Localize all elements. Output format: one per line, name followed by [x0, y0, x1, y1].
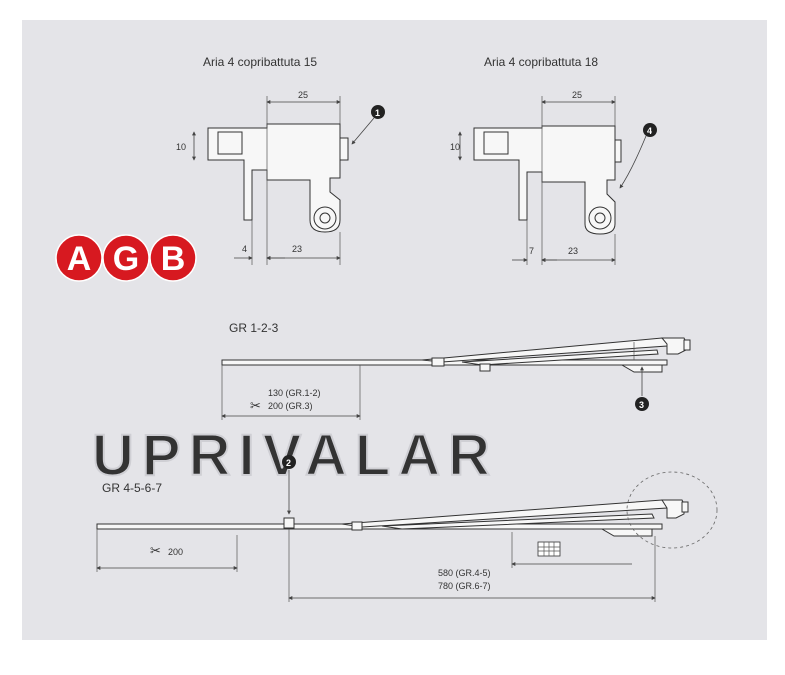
- dim-side-label: 10: [176, 142, 186, 152]
- assembly-gr-4-5-6-7: GR 4-5-6-7 2 ✂ 200: [96, 455, 718, 602]
- callout-badge: [371, 105, 385, 119]
- detail-copribattuta-18: Aria 4 copribattuta 18 25 10 7 23 4: [450, 55, 657, 265]
- grid-icon: [537, 541, 561, 557]
- callout-number: 1: [375, 108, 380, 118]
- assembly-title: GR 1-2-3: [229, 321, 279, 335]
- assembly-gr-1-2-3: GR 1-2-3 ✂ 130 (GR.1-2) 200 (GR.3) 3: [221, 321, 691, 420]
- dim-bottom-right-label: 23: [568, 246, 578, 256]
- dim-top-label: 25: [572, 90, 582, 100]
- logo-letter-b: B: [161, 240, 186, 278]
- callout-number: 2: [286, 458, 291, 468]
- dim-bottom-left-label: 7: [529, 246, 534, 256]
- length-gr4-5: 580 (GR.4-5): [438, 568, 491, 578]
- hardware-drawing: UPRIVALAR Aria 4 copribattuta 15 25 10 4…: [55, 55, 718, 602]
- watermark: UPRIVALAR: [92, 423, 498, 488]
- scissors-icon: ✂: [250, 398, 261, 413]
- scissors-icon: ✂: [150, 543, 161, 558]
- logo-letter-a: A: [67, 240, 92, 278]
- assembly-title: GR 4-5-6-7: [102, 481, 162, 495]
- dim-bottom-left-label: 4: [242, 244, 247, 254]
- cut-length-gr3: 200 (GR.3): [268, 401, 313, 411]
- callout-number: 3: [639, 400, 644, 410]
- callout-badge: [635, 397, 649, 411]
- length-gr6-7: 780 (GR.6-7): [438, 581, 491, 591]
- agb-logo: A G B: [55, 234, 197, 282]
- callout-number: 4: [647, 126, 652, 136]
- diagram-panel: UPRIVALAR Aria 4 copribattuta 15 25 10 4…: [22, 20, 767, 640]
- callout-badge: [643, 123, 657, 137]
- dim-top-label: 25: [298, 90, 308, 100]
- detail-title: Aria 4 copribattuta 15: [203, 55, 317, 69]
- cut-length: 200: [168, 547, 183, 557]
- dim-bottom-right-label: 23: [292, 244, 302, 254]
- detail-copribattuta-15: Aria 4 copribattuta 15 25 10 4 23 1: [176, 55, 385, 265]
- detail-title: Aria 4 copribattuta 18: [484, 55, 598, 69]
- cut-length-gr1-2: 130 (GR.1-2): [268, 388, 321, 398]
- callout-badge: [282, 455, 296, 469]
- logo-letter-g: G: [113, 240, 139, 278]
- dim-side-label: 10: [450, 142, 460, 152]
